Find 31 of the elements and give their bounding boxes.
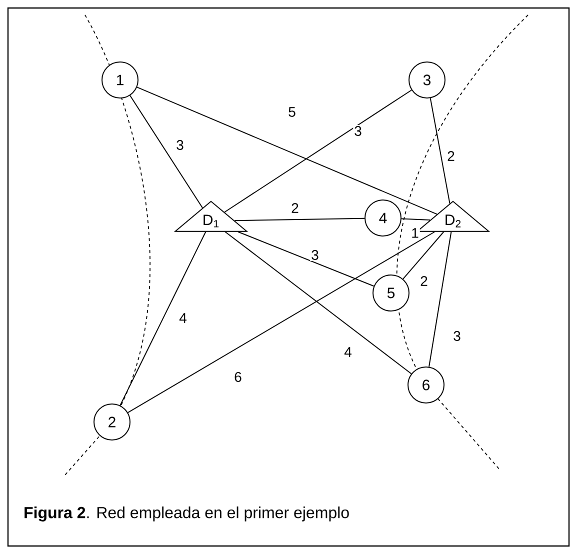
edge-label: 5 [287,106,297,118]
edge [428,231,452,368]
edge [430,98,450,204]
edge-label: 3 [452,330,462,342]
circle-node: 3 [408,62,446,98]
edge-label: 6 [233,371,243,383]
edge-label: 4 [343,346,353,358]
edge-label: 2 [419,275,429,287]
circle-node: 5 [372,274,410,312]
edge [136,86,438,215]
circle-node: 6 [408,366,444,404]
caption: Figura 2. Red empleada en el primer ejemplo [24,506,349,522]
circle-node: 1 [102,62,138,98]
edge [234,218,365,222]
edge-label: 4 [178,312,188,324]
edge [120,231,206,406]
edge-label: 3 [310,249,320,261]
circle-node: 4 [364,200,402,236]
edge [224,90,412,213]
edge-label: 2 [446,150,456,162]
circle-node: 2 [94,404,130,440]
edge [224,231,412,374]
edge-label: 2 [290,202,300,214]
edge [127,231,436,414]
edge [402,231,444,280]
edge-label: 3 [353,125,363,137]
edge-label: 3 [175,139,185,151]
edge [401,218,431,220]
edge-label: 1 [410,227,420,239]
edge [238,231,374,287]
edge [130,95,204,208]
